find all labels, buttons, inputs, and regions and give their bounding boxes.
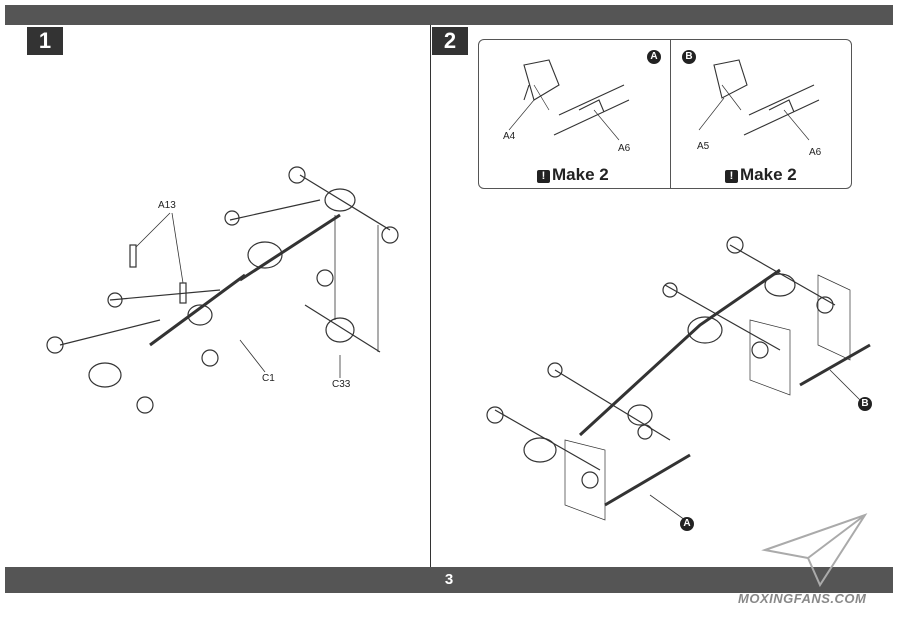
label-a6-right: A6 (809, 147, 822, 158)
badge-a: A (647, 50, 661, 64)
paper-plane-logo (761, 513, 868, 588)
label-c1: C1 (262, 373, 275, 384)
label-a6-left: A6 (618, 143, 631, 154)
warning-icon: ! (537, 170, 550, 183)
badge-b: B (682, 50, 696, 64)
step-1-axle-assembly-drawing (46, 166, 399, 414)
step-2-chassis-drawing (486, 236, 871, 521)
watermark: MOXINGFANS.COM (738, 591, 867, 606)
make-2-text-a: Make 2 (552, 165, 609, 184)
make-2-note-b: !Make 2 (725, 165, 797, 185)
sub-assembly-drawings (508, 59, 820, 141)
page-divider (430, 25, 431, 567)
callout-b: B (858, 397, 872, 411)
warning-icon: ! (725, 170, 738, 183)
make-2-text-b: Make 2 (740, 165, 797, 184)
label-a13: A13 (158, 200, 176, 211)
label-c33: C33 (332, 379, 351, 390)
footer-bar: 3 (5, 567, 893, 593)
header-bar (5, 5, 893, 25)
callout-a: A (680, 517, 694, 531)
step-2-number: 2 (432, 27, 468, 55)
make-2-note-a: !Make 2 (537, 165, 609, 185)
step-1-number: 1 (27, 27, 63, 55)
panel-divider (670, 40, 671, 188)
page-number: 3 (444, 571, 454, 588)
sub-assembly-panel: A B A4 A6 A5 A6 !Make 2 !Make 2 (478, 39, 852, 189)
label-a5: A5 (697, 141, 710, 152)
label-a4: A4 (503, 131, 516, 142)
